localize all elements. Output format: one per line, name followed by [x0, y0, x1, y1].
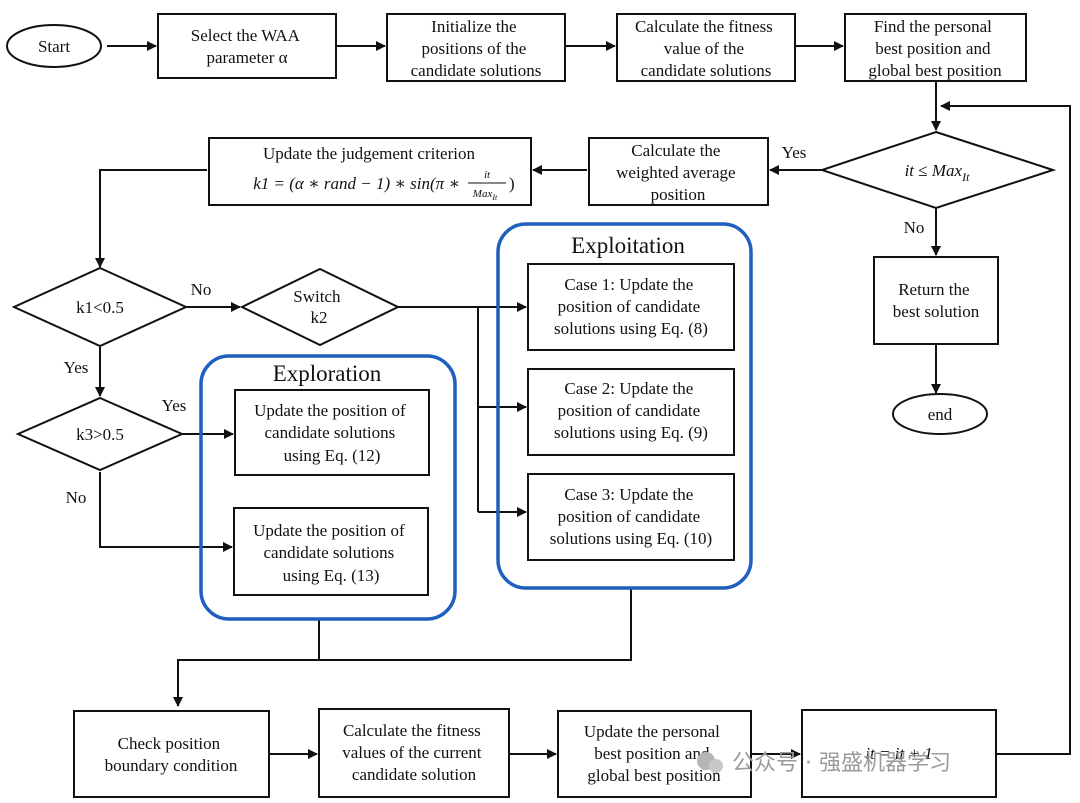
- wechat-icon-bubble: [709, 759, 723, 773]
- edge-judgement-to-k1: [95, 169, 207, 268]
- exploitation-title: Exploitation: [571, 233, 685, 258]
- watermark: 公众号 · 强盛机器学习: [697, 751, 951, 776]
- edge-exploitation-merge: [173, 588, 632, 707]
- select-waa-box: [157, 13, 337, 79]
- it-decision-diamond: [818, 130, 1057, 210]
- start-label: Start: [38, 37, 70, 56]
- update-best-box: [557, 710, 752, 798]
- watermark-text: 公众号 · 强盛机器学习: [732, 751, 951, 776]
- it-decision-label: it ≤ MaxIt: [905, 161, 971, 184]
- k1-decision-diamond: [11, 266, 189, 348]
- edge-label-no-switch: No: [191, 280, 212, 299]
- end-label: end: [928, 405, 953, 424]
- edge-label-yes-eq12: Yes: [162, 396, 187, 415]
- update-eq12-label: Update the position of candidate solutio…: [254, 401, 410, 465]
- init-positions-box: [386, 13, 566, 82]
- calc-fitness-current-label: Calculate the fitness values of the curr…: [342, 721, 486, 784]
- calc-fitness-label: Calculate the fitness value of the candi…: [635, 17, 777, 80]
- init-positions-label: Initialize the positions of the candidat…: [411, 17, 542, 80]
- judgement-formula-fraction-num: it: [484, 169, 491, 181]
- edge-increment-loop-back: [940, 101, 1071, 755]
- edge-label-no-eq13: No: [66, 488, 87, 507]
- edge-label-no-return: No: [904, 218, 925, 237]
- increment-it-label: it = it + 1: [865, 744, 932, 763]
- select-waa-label: Select the WAA parameter α: [191, 26, 304, 67]
- case3-box: [527, 473, 735, 561]
- case3-label: Case 3: Update the position of candidate…: [550, 485, 712, 548]
- calc-fitness-box: [616, 13, 796, 82]
- check-boundary-box: [73, 710, 270, 798]
- return-best-box: [873, 256, 999, 345]
- increment-it-box: [801, 709, 997, 798]
- check-boundary-label: Check position boundary condition: [105, 734, 238, 775]
- case1-label: Case 1: Update the position of candidate…: [554, 275, 708, 338]
- edge-k3-no-to-eq13: [99, 472, 233, 552]
- weighted-average-box: [588, 137, 769, 206]
- judgement-formula-fraction-den: MaxIt: [472, 188, 498, 202]
- judgement-formula-left: k1 = (α ∗ rand − 1) ∗ sin(π ∗: [253, 174, 460, 193]
- switch-k2-diamond: [239, 267, 401, 347]
- edges: [95, 41, 1071, 759]
- return-best-label: Return the best solution: [893, 280, 980, 321]
- judgement-formula-right: ): [509, 174, 515, 193]
- update-eq12-box: [234, 389, 430, 476]
- exploitation-group: [496, 222, 753, 590]
- calc-fitness-current-box: [318, 708, 510, 798]
- switch-k2-label: Switch k2: [293, 287, 344, 327]
- edge-label-yes-weighted: Yes: [782, 143, 807, 162]
- edge-label-yes-k3: Yes: [64, 358, 89, 377]
- update-best-label: Update the personal best position and gl…: [584, 722, 724, 785]
- case2-label: Case 2: Update the position of candidate…: [554, 379, 708, 442]
- case2-box: [527, 368, 735, 456]
- exploration-title: Exploration: [273, 361, 382, 386]
- k3-decision-label: k3>0.5: [76, 425, 124, 444]
- update-eq13-box: [233, 507, 429, 596]
- update-judgement-title: Update the judgement criterion: [263, 144, 475, 163]
- end-terminal: [892, 393, 988, 435]
- update-judgement-box: [208, 137, 532, 206]
- k1-decision-label: k1<0.5: [76, 298, 124, 317]
- weighted-average-label: Calculate the weighted average position: [616, 141, 740, 204]
- exploration-group: [199, 354, 457, 621]
- find-best-label: Find the personal best position and glob…: [868, 17, 1002, 80]
- start-terminal: [6, 24, 102, 68]
- case1-box: [527, 263, 735, 351]
- find-best-box: [844, 13, 1027, 82]
- k3-decision-diamond: [15, 396, 185, 472]
- update-eq13-label: Update the position of candidate solutio…: [253, 521, 409, 585]
